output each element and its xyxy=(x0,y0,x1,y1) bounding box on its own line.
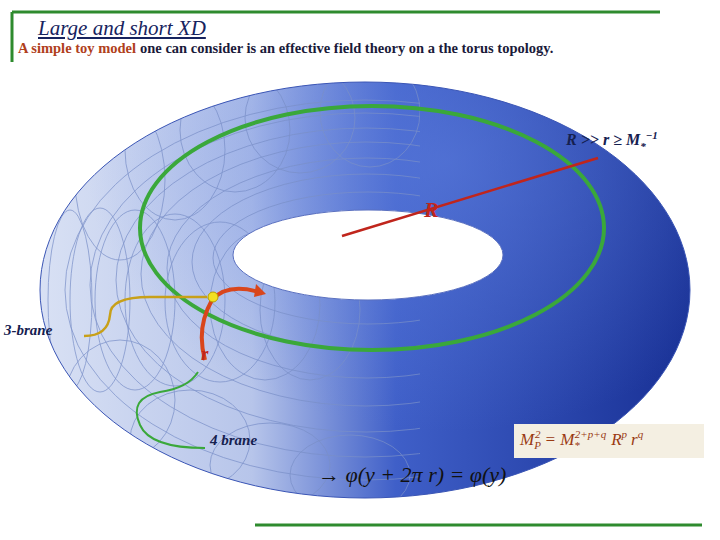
text-part: 2+p+q xyxy=(575,428,606,440)
text-part: = M xyxy=(544,430,574,449)
text-part: −1 xyxy=(646,129,658,141)
subtitle: A simple toy modelone can consider is an… xyxy=(18,40,553,57)
text-part: r xyxy=(631,430,638,449)
radius-label: r xyxy=(201,343,208,365)
text-part: R >> r ≥ M xyxy=(566,131,640,148)
text-part: 2 xyxy=(535,428,541,440)
radius-label: R xyxy=(424,197,439,223)
text-part: one can consider is an effective field t… xyxy=(140,40,553,56)
brane-label: 4 brane xyxy=(210,432,257,449)
text-part: A simple toy model xyxy=(18,40,136,56)
text-part: p xyxy=(622,428,628,440)
brane-label: 3-brane xyxy=(4,322,52,339)
text-part: * xyxy=(574,439,580,451)
text-part: * xyxy=(640,140,646,152)
periodicity-formula: → φ(y + 2π r) = φ(y) xyxy=(318,462,506,488)
text-part: R xyxy=(611,430,621,449)
planck-formula: MP2= M*2+p+q Rprq xyxy=(520,428,643,451)
slide-title: Large and short XD xyxy=(38,16,206,41)
scale-condition: R >> r ≥ M*−1 xyxy=(566,129,658,152)
text-part: M xyxy=(520,430,534,449)
text-part: P xyxy=(534,439,541,451)
text-part: q xyxy=(638,428,644,440)
